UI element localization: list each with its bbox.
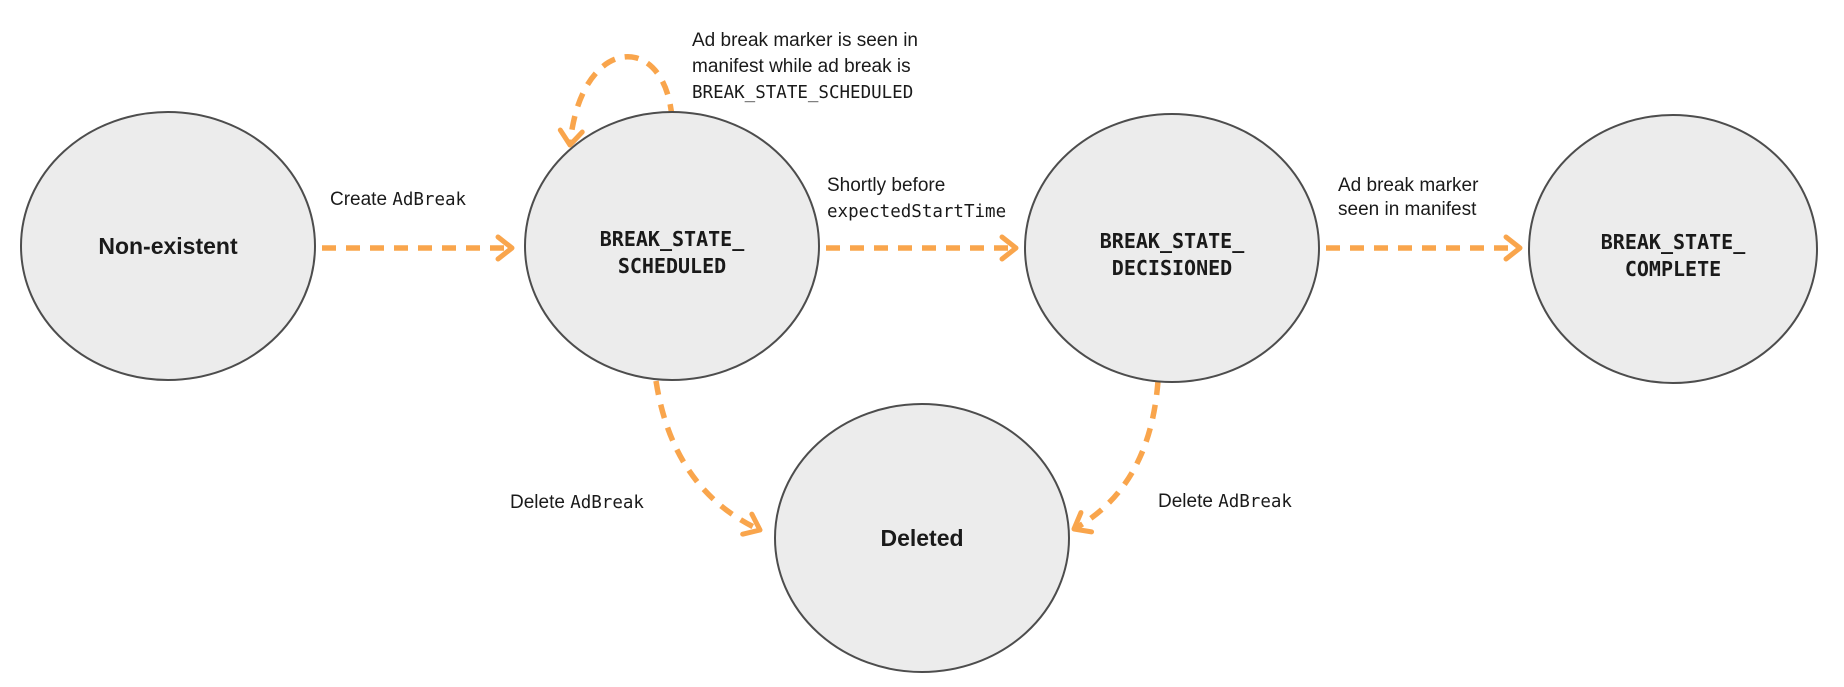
edge-label-line: seen in manifest: [1338, 199, 1477, 220]
edge-decisioned-to-deleted-arrow: [1071, 380, 1161, 535]
edge-label-line: manifest while ad break is: [692, 56, 911, 77]
state-node-break-state-decisioned: [1024, 113, 1320, 383]
edge-label-marker-seen: Ad break marker seen in manifest: [1338, 174, 1478, 222]
edge-label-line: Ad break marker is seen in: [692, 30, 918, 51]
node-label-break-state-decisioned: BREAK_STATE_ DECISIONED: [1022, 228, 1322, 282]
state-node-break-state-scheduled: [524, 111, 820, 381]
edge-label-create-adbreak: Create AdBreak: [330, 187, 466, 213]
edge-label-code: AdBreak: [570, 493, 644, 513]
node-label-line: COMPLETE: [1624, 257, 1722, 281]
edge-label-shortly-before: Shortly before expectedStartTime: [827, 172, 1006, 226]
node-label-line: DECISIONED: [1111, 256, 1233, 280]
edge-label-code: AdBreak: [392, 190, 467, 210]
state-node-deleted: [774, 403, 1070, 673]
edge-label-line: Ad break marker: [1338, 175, 1479, 196]
node-label-break-state-complete: BREAK_STATE_ COMPLETE: [1523, 229, 1823, 283]
edge-label-text: Delete: [1158, 491, 1219, 512]
node-label-break-state-scheduled: BREAK_STATE_ SCHEDULED: [522, 226, 822, 280]
node-label-line: BREAK_STATE_: [599, 227, 745, 251]
edge-label-delete-adbreak-left: Delete AdBreak: [510, 490, 644, 516]
node-label-line: BREAK_STATE_: [1600, 230, 1746, 254]
edge-label-code: expectedStartTime: [827, 202, 1007, 222]
edge-label-text: Shortly before: [827, 175, 946, 196]
node-label-non-existent: Non-existent: [98, 233, 238, 259]
node-label-deleted: Deleted: [880, 525, 964, 551]
state-node-non-existent: [20, 111, 316, 381]
node-label-line: SCHEDULED: [617, 254, 727, 278]
edge-self-loop-scheduled-arrow: [557, 54, 675, 148]
state-node-break-state-complete: [1528, 114, 1818, 384]
edge-scheduled-to-deleted-arrow: [653, 380, 763, 537]
node-label-line: BREAK_STATE_: [1099, 229, 1245, 253]
edge-label-self-loop: Ad break marker is seen in manifest whil…: [692, 28, 918, 106]
edge-label-text: Create: [330, 189, 393, 210]
edge-label-text: Delete: [510, 492, 571, 513]
edge-label-code: AdBreak: [1218, 492, 1292, 512]
edge-label-code: BREAK_STATE_SCHEDULED: [692, 83, 914, 103]
edge-label-delete-adbreak-right: Delete AdBreak: [1158, 489, 1292, 515]
